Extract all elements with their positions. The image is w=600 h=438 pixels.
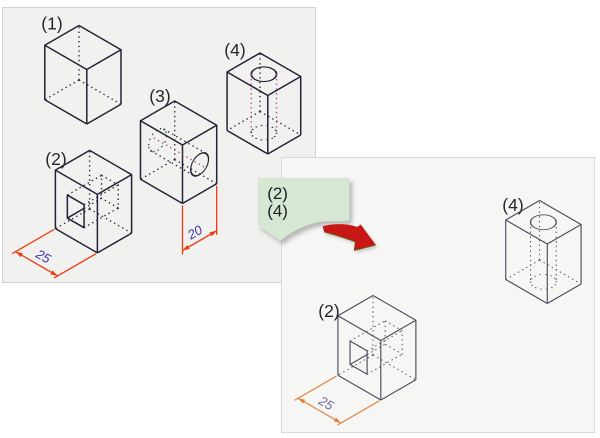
- figure-4-label: (4): [224, 40, 245, 60]
- visible-edge-lines: [44, 24, 122, 125]
- dimension-lines: [11, 228, 97, 279]
- transfer-arrow: [322, 224, 376, 252]
- copied-figure-2-label: (2): [318, 301, 339, 321]
- visible-edge-lines: [250, 66, 278, 83]
- dimension-arrowhead: [50, 270, 58, 276]
- visible-edge-lines: [505, 199, 582, 304]
- dimension-arrowhead: [15, 251, 23, 258]
- cylinder-hidden-lines: [152, 137, 205, 168]
- visible-edge-lines: [54, 149, 133, 254]
- visible-edge-lines: [337, 294, 417, 401]
- figure-3-dimension: 20: [181, 185, 218, 255]
- figure-3: (3) 20: [139, 86, 218, 255]
- visible-edge-lines: [349, 354, 368, 365]
- copied-figure-4-label: (4): [502, 195, 523, 215]
- figure-1-label: (1): [41, 14, 62, 34]
- hidden-edge-lines: [226, 53, 302, 136]
- copied-figure-2-dimension-value: 25: [315, 392, 337, 413]
- callout: (2) (4): [258, 177, 350, 241]
- figure-3-dimension-value: 20: [184, 222, 206, 243]
- dimension-lines: [294, 375, 380, 426]
- visible-edge-lines: [529, 214, 557, 231]
- panel-original-background: [2, 7, 316, 283]
- visible-edge-lines: [139, 100, 218, 205]
- hidden-edge-lines: [349, 319, 403, 375]
- figure-2-label: (2): [45, 149, 66, 169]
- callout-line-2: (4): [267, 201, 288, 220]
- arrow-edge-line: [323, 231, 376, 252]
- callout-shape: [258, 177, 350, 241]
- figure-2-dimension-value: 25: [32, 246, 54, 267]
- copied-figure-2: (2) 25: [294, 294, 417, 426]
- copied-figure-2-dimension: 25: [294, 375, 380, 426]
- hidden-edge-lines: [529, 222, 557, 282]
- hidden-edge-lines: [55, 150, 132, 234]
- figure-2-dimension: 25: [11, 228, 97, 279]
- panel-original: (1) (2) 25 (3) 20 (4): [2, 7, 316, 283]
- figure-3-label: (3): [149, 86, 170, 106]
- callout-line-1: (2): [267, 184, 288, 203]
- hidden-edge-lines: [148, 127, 168, 153]
- dimension-arrowhead: [182, 245, 190, 251]
- hidden-edge-lines: [44, 25, 122, 105]
- hidden-edge-lines: [505, 200, 582, 285]
- figure-2: (2) 25: [11, 149, 133, 279]
- hidden-edge-lines: [337, 295, 417, 381]
- hidden-edge-lines: [150, 128, 207, 176]
- cylinder-hidden-lines: [250, 74, 278, 133]
- hidden-edge-lines: [66, 174, 119, 229]
- visible-edge-lines: [190, 152, 210, 177]
- dimension-arrowhead: [298, 398, 306, 404]
- figure-1: (1): [41, 14, 122, 125]
- dimension-arrowhead: [209, 230, 217, 237]
- arrow-body: [322, 224, 376, 251]
- visible-edge-lines: [226, 52, 302, 155]
- visible-edge-lines: [66, 207, 85, 219]
- dimension-arrowhead: [333, 417, 341, 423]
